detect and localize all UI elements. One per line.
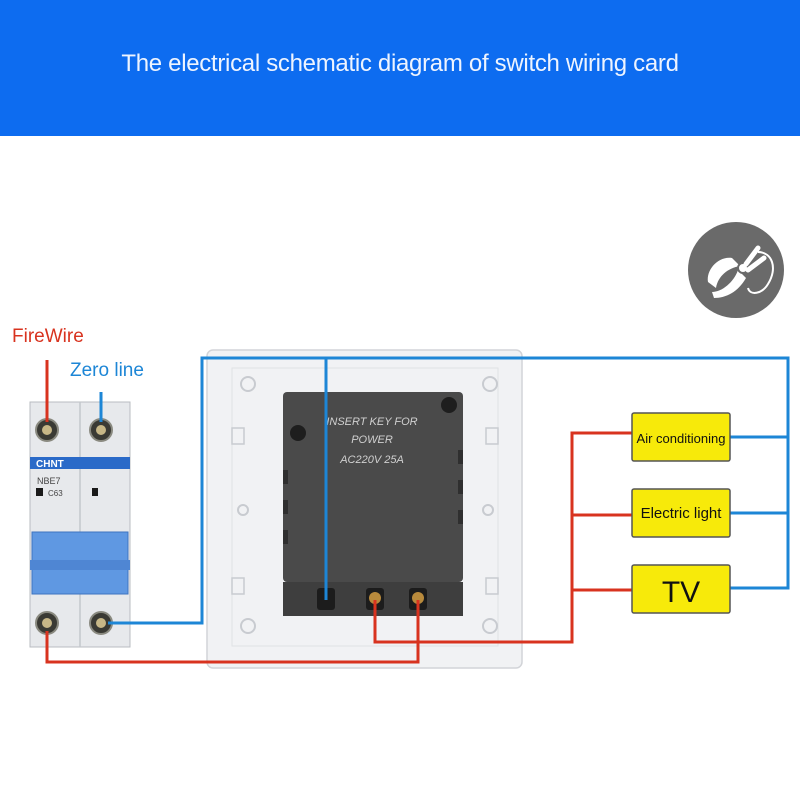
switch-text-line2: POWER — [351, 434, 393, 446]
load-electric-light: Electric light — [631, 488, 731, 538]
firewire-label: FireWire — [12, 326, 84, 347]
breaker-rating: C63 — [48, 489, 63, 498]
load-label-electric-light: Electric light — [641, 505, 723, 522]
load-air-conditioning: Air conditioning — [631, 412, 731, 462]
switch-body: INSERT KEY FOR POWER AC220V 25A — [283, 392, 463, 616]
circuit-breaker: CHNT NBE7 C63 — [29, 401, 131, 648]
load-label-tv: TV — [662, 576, 700, 609]
breaker-model: NBE7 — [37, 476, 61, 486]
switch-text-line1: INSERT KEY FOR — [326, 416, 417, 428]
zero-line-label: Zero line — [70, 360, 144, 381]
page-title: The electrical schematic diagram of swit… — [121, 50, 679, 77]
pliers-icon — [688, 222, 784, 318]
zero-wires — [99, 356, 790, 625]
fire-wires — [45, 360, 632, 664]
switch-text-line3: AC220V 25A — [339, 454, 404, 466]
load-label-air-conditioning: Air conditioning — [637, 431, 726, 446]
breaker-brand: CHNT — [36, 459, 64, 470]
header-banner: The electrical schematic diagram of swit… — [0, 0, 800, 136]
load-tv: TV — [631, 564, 731, 614]
